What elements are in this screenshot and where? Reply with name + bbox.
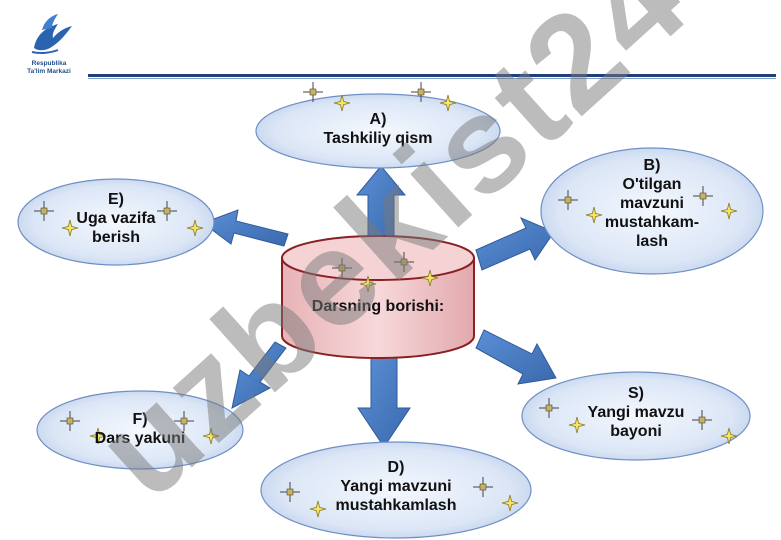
node-b-letter: B) xyxy=(643,157,661,174)
node-a-letter: A) xyxy=(369,111,387,128)
node-s-text-2: bayoni xyxy=(610,423,662,440)
page-header: Respublika Ta'lim Markazi xyxy=(0,0,781,84)
node-d-label: D) Yangi mavzuni mustahkamlash xyxy=(296,458,496,515)
node-b-text-3: mustahkam- xyxy=(604,214,700,231)
node-d-text-2: mustahkamlash xyxy=(335,497,457,514)
node-b-text-2: mavzuni xyxy=(619,195,684,212)
node-e-letter: E) xyxy=(108,191,124,208)
node-f-label: F) Dars yakuni xyxy=(58,410,222,448)
node-f-letter: F) xyxy=(132,411,148,428)
node-f-ellipse xyxy=(36,390,244,470)
node-s-ellipse xyxy=(521,371,751,461)
node-e-text-2: berish xyxy=(91,229,140,246)
node-b-text-4: lash xyxy=(635,233,668,250)
logo-line-1: Respublika xyxy=(31,60,67,67)
node-a-text: Tashkiliy qism xyxy=(323,130,433,147)
node-f-text: Dars yakuni xyxy=(94,430,186,447)
node-d-ellipse xyxy=(260,441,532,539)
node-d-text-1: Yangi mavzuni xyxy=(340,478,452,495)
node-b-text-1: O'tilgan xyxy=(622,176,682,193)
header-rule-thin xyxy=(88,78,776,79)
node-a-ellipse xyxy=(255,93,501,169)
node-e-label: E) Uga vazifa berish xyxy=(46,190,186,247)
logo-line-2: Ta'lim Markazi xyxy=(27,68,71,75)
node-e-ellipse xyxy=(17,178,215,266)
arrow-to-f xyxy=(231,341,287,409)
arrow-to-a xyxy=(355,165,407,243)
dove-logo-icon xyxy=(31,14,72,55)
node-b-ellipse xyxy=(540,147,764,275)
node-s-letter: S) xyxy=(628,385,644,402)
logo: Respublika Ta'lim Markazi xyxy=(14,8,84,78)
header-rule xyxy=(88,74,776,77)
node-b-label: B) O'tilgan mavzuni mustahkam- lash xyxy=(562,156,742,251)
center-label: Darsning borishi: xyxy=(311,298,445,315)
arrow-to-s xyxy=(475,329,557,385)
center-cylinder xyxy=(281,235,475,359)
arrow-to-e xyxy=(201,209,289,247)
node-s-text-1: Yangi mavzu xyxy=(587,404,685,421)
arrow-to-b xyxy=(475,217,555,271)
node-d-letter: D) xyxy=(387,459,405,476)
node-e-text-1: Uga vazifa xyxy=(76,210,156,227)
arrow-to-d xyxy=(357,357,411,448)
node-a-label: A) Tashkiliy qism xyxy=(278,110,478,148)
node-s-label: S) Yangi mavzu bayoni xyxy=(546,384,726,441)
